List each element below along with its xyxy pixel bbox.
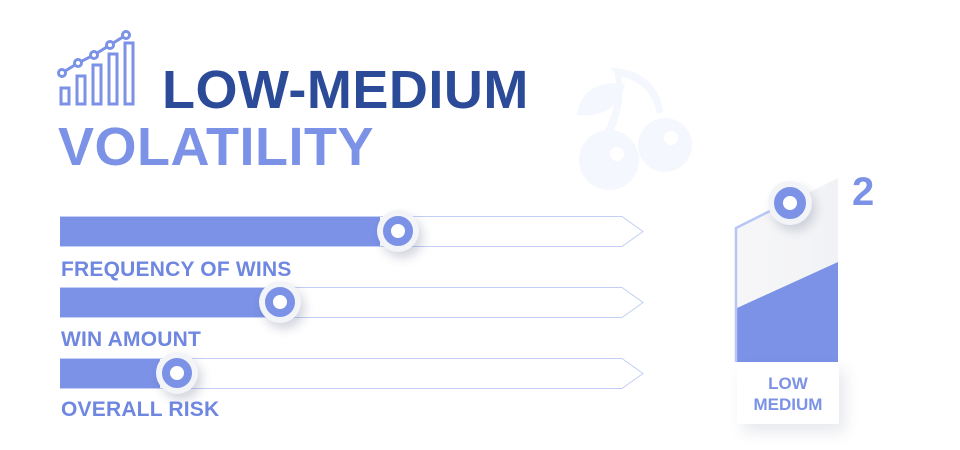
overall-risk-knob[interactable]	[156, 352, 198, 394]
volatility-subtitle: VOLATILITY	[58, 117, 374, 177]
gauge-knob	[768, 181, 812, 225]
frequency-of-wins-knob[interactable]	[377, 210, 419, 252]
bar-chart-trend-icon	[56, 28, 138, 108]
overall-risk-label: OVERALL RISK	[61, 398, 220, 421]
frequency-of-wins-label: FREQUENCY OF WINS	[61, 258, 292, 281]
overall-risk-fill	[60, 359, 160, 388]
win-amount-slider[interactable]	[60, 281, 644, 323]
volatility-gauge	[728, 170, 858, 440]
overall-risk-slider[interactable]	[60, 352, 644, 394]
frequency-of-wins-slider[interactable]	[60, 210, 644, 252]
volatility-level-title: LOW-MEDIUM	[162, 60, 529, 120]
win-amount-fill	[60, 288, 265, 317]
gauge-label-line1: LOW	[768, 374, 808, 393]
cherry-icon	[575, 60, 705, 190]
gauge-label-line2: MEDIUM	[753, 395, 823, 414]
gauge-label-box: LOW MEDIUM	[737, 362, 839, 424]
win-amount-label: WIN AMOUNT	[61, 328, 202, 351]
win-amount-knob[interactable]	[259, 281, 301, 323]
frequency-of-wins-fill	[60, 217, 380, 246]
volatility-level-number: 2	[852, 170, 875, 214]
